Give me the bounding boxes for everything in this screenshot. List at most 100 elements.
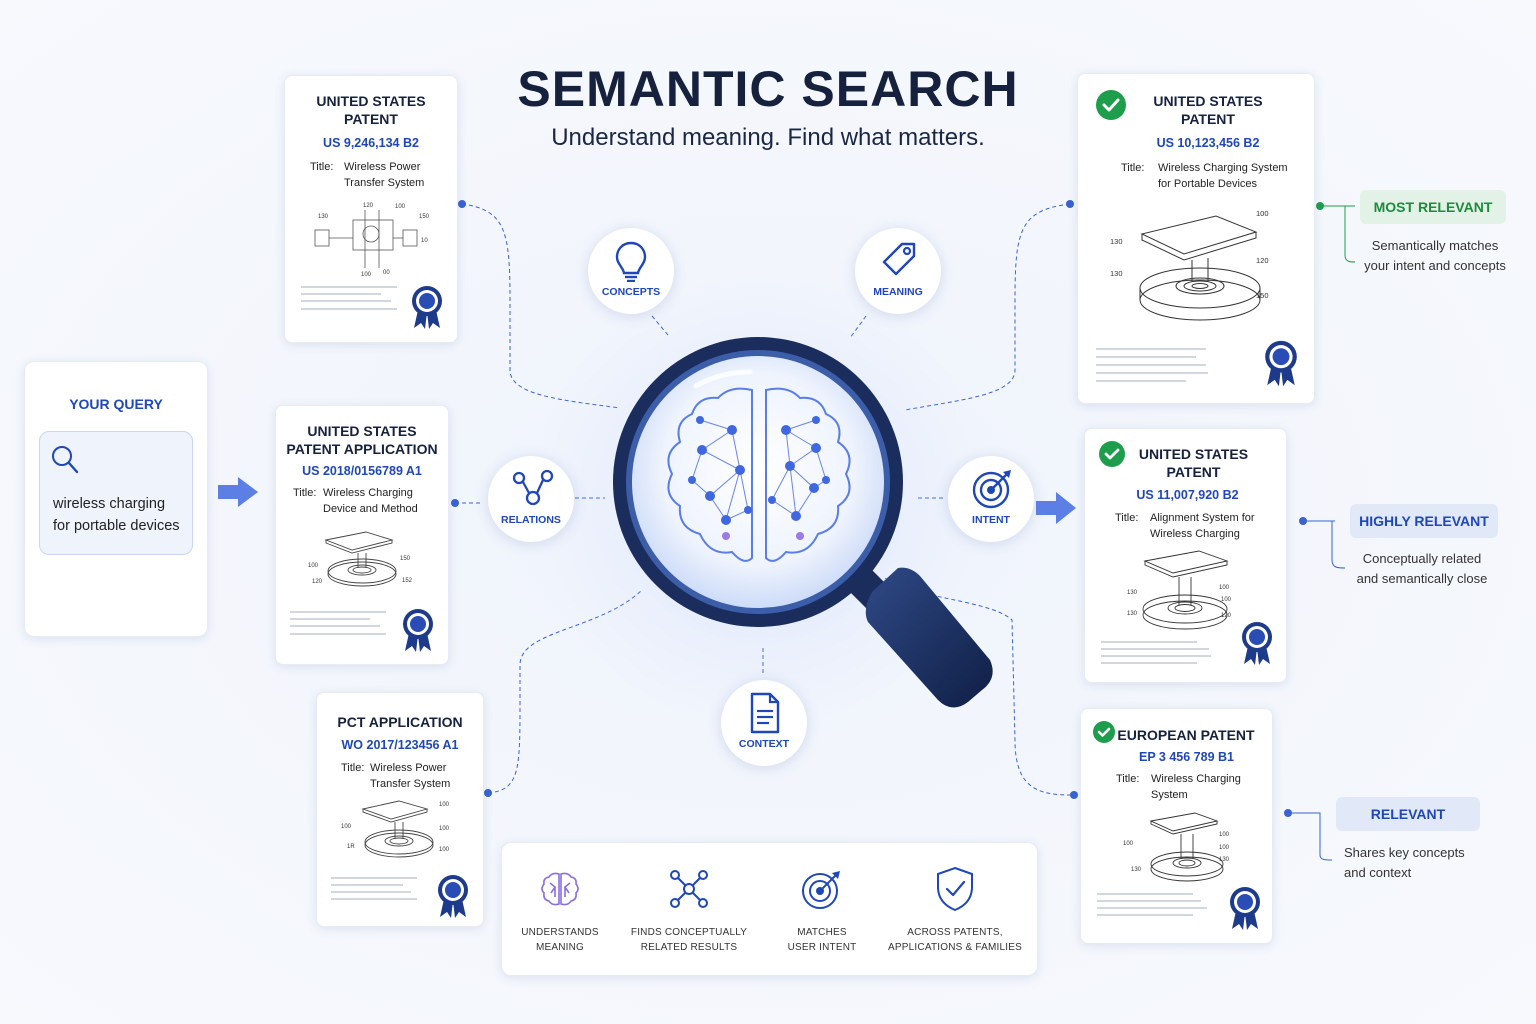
fig-label: 150: [419, 214, 430, 220]
check-icon: [1099, 441, 1125, 467]
text-line: [290, 625, 380, 627]
concept-intent[interactable]: INTENT: [948, 456, 1034, 542]
text-line: [1096, 364, 1206, 366]
page-subtitle: Understand meaning. Find what matters.: [551, 124, 985, 151]
text-line: [1101, 641, 1197, 643]
text-line: [1097, 900, 1201, 902]
patent-number: US 2018/0156789 A1: [302, 464, 422, 478]
query-arrow-icon: [218, 477, 258, 507]
patent-card-right-2[interactable]: UNITED STATES PATENT US 11,007,920 B2 Ti…: [1084, 428, 1287, 683]
text-line: [290, 611, 386, 613]
concept-relations[interactable]: RELATIONS: [488, 456, 574, 542]
concept-label: MEANING: [873, 286, 923, 298]
seal-badge-icon: [1242, 622, 1272, 665]
relevance-desc-highly: Conceptually related and semantically cl…: [1356, 551, 1488, 586]
seal-badge-icon: [1230, 887, 1260, 930]
patent-description: Alignment System for Wireless Charging: [1150, 512, 1255, 540]
patent-figure: 130 100 100 120 130: [1127, 550, 1232, 630]
patent-title-label: Title:: [310, 161, 334, 173]
patent-card-right-1[interactable]: UNITED STATES PATENT US 10,123,456 B2 Ti…: [1077, 73, 1315, 404]
concept-label: INTENT: [972, 514, 1010, 526]
text-line: [331, 898, 417, 900]
patent-title-label: Title:: [341, 762, 365, 774]
magnifier-brain-icon: [613, 337, 993, 708]
brain-icon: [541, 872, 579, 906]
feature-label-meaning: UNDERSTANDS MEANING: [521, 927, 599, 953]
check-icon: [1093, 721, 1115, 743]
patent-card-left-1[interactable]: UNITED STATES PATENT US 9,246,134 B2 Tit…: [284, 75, 458, 343]
fig-label: 00: [383, 270, 390, 276]
shield-check-icon: [937, 866, 973, 912]
concept-context[interactable]: CONTEXT: [721, 680, 807, 766]
text-line: [1096, 356, 1196, 358]
relations-icon: [512, 469, 554, 506]
target-icon: [972, 470, 1011, 509]
text-line: [1096, 380, 1186, 382]
seal-badge-icon: [438, 875, 468, 918]
text-line: [331, 891, 411, 893]
patent-description: Wireless Charging System: [1151, 773, 1241, 801]
text-line: [301, 308, 397, 310]
patent-number: US 9,246,134 B2: [323, 136, 419, 150]
seal-badge-icon: [403, 609, 433, 652]
patent-card-left-2[interactable]: UNITED STATES PATENT APPLICATION US 2018…: [275, 405, 449, 665]
concept-label: CONTEXT: [738, 738, 790, 750]
patent-description: Wireless Charging System for Portable De…: [1158, 162, 1288, 190]
relevance-desc-relevant: Shares key concepts and context: [1344, 845, 1465, 880]
fig-label: 100: [1219, 832, 1230, 838]
text-line: [1101, 662, 1197, 664]
fig-label: 100: [439, 847, 450, 853]
fig-label: 100: [361, 272, 372, 278]
network-icon: [670, 870, 708, 908]
target-icon: [802, 871, 840, 909]
query-input[interactable]: wireless charging for portable devices: [39, 431, 193, 555]
patent-title: UNITED STATES PATENT: [1153, 93, 1263, 127]
fig-label: 100: [308, 563, 319, 569]
text-line: [290, 618, 370, 620]
concept-concepts[interactable]: CONCEPTS: [588, 228, 674, 314]
patent-figure: 100 130 130 120 150: [1110, 209, 1269, 321]
fig-label: 100: [1219, 585, 1230, 591]
text-line: [1096, 372, 1208, 374]
patent-title: UNITED STATES PATENT APPLICATION: [286, 423, 438, 457]
patent-title-label: Title:: [1116, 773, 1140, 785]
text-line: [290, 633, 386, 635]
fig-label: 100: [1219, 845, 1230, 851]
result-arrow-icon: [1036, 492, 1076, 524]
concept-label: CONCEPTS: [601, 286, 661, 298]
fig-label: 100: [439, 826, 450, 832]
seal-badge-icon: [412, 286, 442, 329]
patent-number: WO 2017/123456 A1: [341, 738, 459, 752]
fig-label: 100: [1123, 841, 1134, 847]
patent-title-label: Title:: [1115, 512, 1139, 524]
fig-label: 130: [1110, 237, 1123, 246]
fig-label: 150: [400, 556, 411, 562]
patent-number: US 11,007,920 B2: [1136, 488, 1239, 502]
patent-description: Wireless Power Transfer System: [370, 762, 451, 790]
fig-label: 120: [1221, 613, 1232, 619]
fig-label: 100: [1256, 209, 1269, 218]
text-line: [1097, 907, 1207, 909]
fig-label: 130: [1110, 269, 1123, 278]
text-line: [1097, 914, 1193, 916]
patent-card-right-3[interactable]: EUROPEAN PATENT EP 3 456 789 B1 Title: W…: [1080, 708, 1273, 944]
patent-number: US 10,123,456 B2: [1156, 136, 1260, 150]
relevance-pill-most: MOST RELEVANT: [1360, 190, 1506, 224]
patent-number: EP 3 456 789 B1: [1139, 750, 1234, 764]
lightbulb-icon: [615, 241, 647, 282]
patent-title: UNITED STATES PATENT: [1138, 446, 1249, 480]
text-line: [1096, 348, 1206, 350]
query-card: YOUR QUERY wireless charging for portabl…: [24, 361, 208, 637]
query-text-line2: for portable devices: [53, 518, 180, 534]
patent-description: Wireless Charging Device and Method: [323, 487, 418, 515]
fig-label: 120: [312, 579, 323, 585]
concept-meaning[interactable]: MEANING: [855, 228, 941, 314]
query-label: YOUR QUERY: [69, 396, 163, 412]
patent-description: Wireless Power Transfer System: [344, 161, 425, 189]
fig-label: 130: [318, 214, 329, 220]
patent-figure: 100 100 100 100 1R: [341, 800, 450, 858]
patent-card-left-3[interactable]: PCT APPLICATION WO 2017/123456 A1 Title:…: [316, 692, 484, 927]
patent-figure: 130 120 100 150 100 00 10: [314, 203, 430, 278]
fig-label: 120: [1256, 256, 1269, 265]
text-line: [301, 300, 391, 302]
